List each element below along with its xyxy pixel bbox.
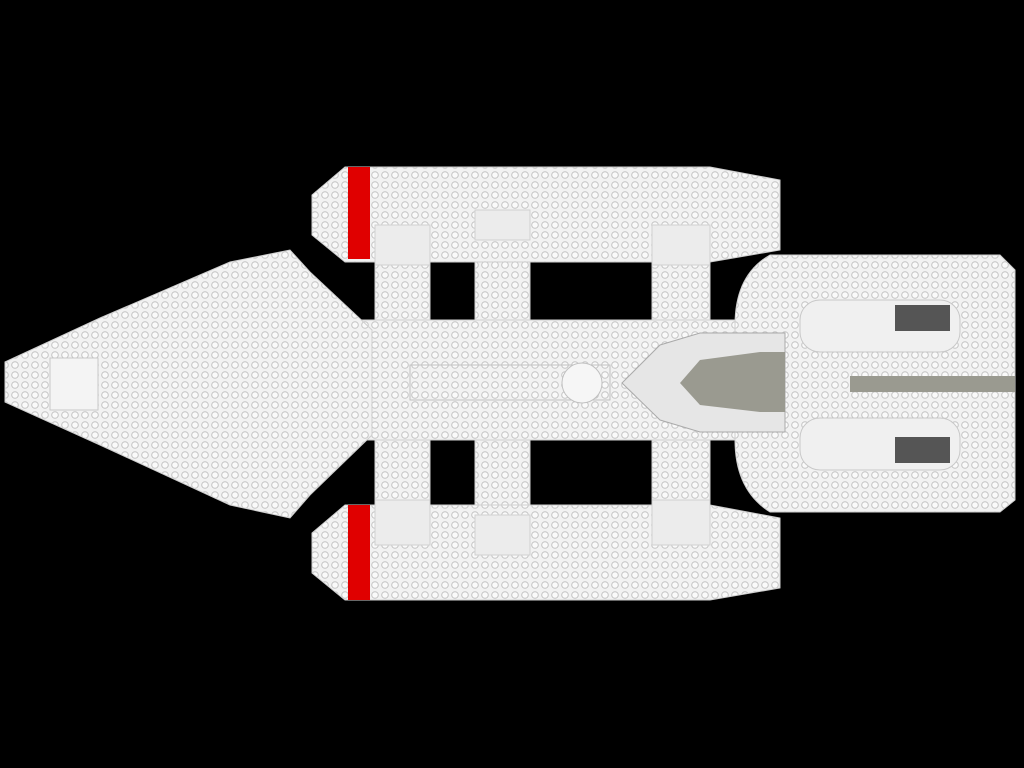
red-accent	[348, 167, 370, 259]
grey-rod	[850, 376, 1015, 392]
nose-section	[4, 249, 373, 519]
cockpit-window	[680, 352, 785, 412]
bottom-engine-pod	[311, 499, 781, 601]
top-engine-pod	[311, 166, 781, 266]
nose-detail	[49, 357, 99, 411]
rear-engine-block	[734, 254, 1016, 513]
red-accent	[348, 505, 370, 600]
thruster-top	[895, 305, 950, 331]
thruster-bottom	[895, 437, 950, 463]
spine-plate	[409, 364, 611, 401]
turntable	[561, 362, 603, 404]
